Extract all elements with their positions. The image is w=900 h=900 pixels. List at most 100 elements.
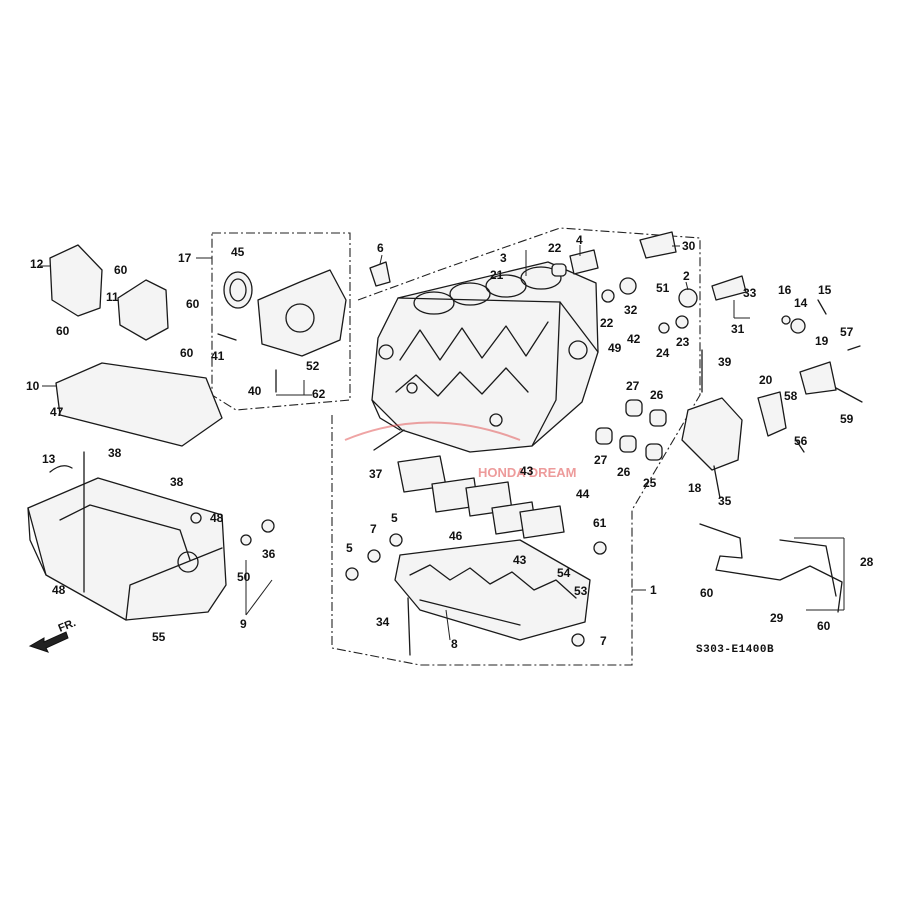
callout-56: 56 (794, 434, 808, 448)
cylinder-block (371, 261, 599, 453)
baffle-plate (55, 362, 223, 447)
callout-16: 16 (778, 283, 792, 297)
callout-38: 38 (170, 475, 184, 489)
engine-mount-bracket (681, 397, 743, 471)
callout-48: 48 (210, 511, 224, 525)
callout-15: 15 (818, 283, 832, 297)
callout-26: 26 (650, 388, 664, 402)
callout-43: 43 (520, 464, 534, 478)
callout-42: 42 (627, 332, 641, 346)
callout-27: 27 (626, 379, 640, 393)
callout-12: 12 (30, 257, 44, 271)
stiffener-bracket-12 (49, 244, 103, 317)
stiffener-bracket-11 (117, 279, 169, 341)
callout-23: 23 (676, 335, 690, 349)
callout-28: 28 (860, 555, 874, 569)
callout-18: 18 (688, 481, 702, 495)
block-assembly-boundary (331, 227, 701, 666)
callout-9: 9 (240, 617, 247, 631)
callout-20: 20 (759, 373, 773, 387)
callout-19: 19 (815, 334, 829, 348)
callout-60: 60 (180, 346, 194, 360)
callout-4: 4 (576, 233, 583, 247)
callout-6: 6 (377, 241, 384, 255)
callout-60: 60 (817, 619, 831, 633)
callout-14: 14 (794, 296, 808, 310)
mount-plate-19 (799, 361, 837, 395)
callout-44: 44 (576, 487, 590, 501)
callout-59: 59 (840, 412, 854, 426)
callout-7: 7 (600, 634, 607, 648)
callout-55: 55 (152, 630, 166, 644)
callout-36: 36 (262, 547, 276, 561)
callout-1: 1 (650, 583, 657, 597)
callout-27: 27 (594, 453, 608, 467)
callout-22: 22 (600, 316, 614, 330)
callout-22: 22 (548, 241, 562, 255)
watermark-text: HONDA DREAM (478, 465, 576, 480)
callout-8: 8 (451, 637, 458, 651)
callout-34: 34 (376, 615, 390, 629)
callout-60: 60 (700, 586, 714, 600)
front-arrow-icon (28, 631, 69, 653)
callout-17: 17 (178, 251, 192, 265)
callout-52: 52 (306, 359, 320, 373)
callout-60: 60 (56, 324, 70, 338)
callout-40: 40 (248, 384, 262, 398)
callout-11: 11 (106, 290, 119, 304)
callout-25: 25 (643, 476, 657, 490)
callout-32: 32 (624, 303, 638, 317)
front-direction-label: FR. (57, 617, 78, 635)
callout-48: 48 (52, 583, 66, 597)
oil-seal-housing (257, 269, 347, 357)
mount-link-bracket-20 (757, 391, 787, 437)
callout-54: 54 (557, 566, 571, 580)
callout-58: 58 (784, 389, 798, 403)
leader-lines (40, 245, 845, 641)
small-parts (49, 231, 863, 656)
callout-24: 24 (656, 346, 670, 360)
watermark-swoosh (344, 421, 521, 441)
rear-oil-seal (223, 271, 253, 309)
callout-51: 51 (656, 281, 670, 295)
callouts: 1 2 3 4 5 5 6 7 7 8 9 10 11 12 13 14 15 … (26, 233, 874, 651)
callout-43: 43 (513, 553, 527, 567)
rear-cover-boundary (211, 232, 351, 411)
callout-38: 38 (108, 446, 122, 460)
callout-10: 10 (26, 379, 40, 393)
callout-21: 21 (490, 268, 504, 282)
main-bearing-caps (397, 455, 565, 539)
callout-29: 29 (770, 611, 784, 625)
callout-26: 26 (617, 465, 631, 479)
callout-35: 35 (718, 494, 732, 508)
callout-2: 2 (683, 269, 690, 283)
callout-46: 46 (449, 529, 463, 543)
callout-5: 5 (391, 511, 398, 525)
callout-50: 50 (237, 570, 251, 584)
callout-31: 31 (731, 322, 745, 336)
diagram-code: S303-E1400B (696, 644, 774, 656)
callout-45: 45 (231, 245, 245, 259)
callout-39: 39 (718, 355, 732, 369)
callout-5: 5 (346, 541, 353, 555)
callout-30: 30 (682, 239, 696, 253)
front-direction-indicator: FR. (28, 617, 78, 653)
callout-7: 7 (370, 522, 377, 536)
callout-53: 53 (574, 584, 588, 598)
callout-13: 13 (42, 452, 56, 466)
lower-block-girdle (394, 539, 591, 641)
callout-60: 60 (186, 297, 200, 311)
oil-pan (27, 477, 227, 621)
callout-33: 33 (743, 286, 757, 300)
callout-3: 3 (500, 251, 507, 265)
callout-47: 47 (50, 405, 64, 419)
callout-60: 60 (114, 263, 128, 277)
callout-57: 57 (840, 325, 854, 339)
callout-49: 49 (608, 341, 622, 355)
callout-41: 41 (211, 349, 225, 363)
callout-61: 61 (593, 516, 607, 530)
harness-bracket (699, 523, 843, 613)
callout-37: 37 (369, 467, 383, 481)
callout-62: 62 (312, 387, 326, 401)
